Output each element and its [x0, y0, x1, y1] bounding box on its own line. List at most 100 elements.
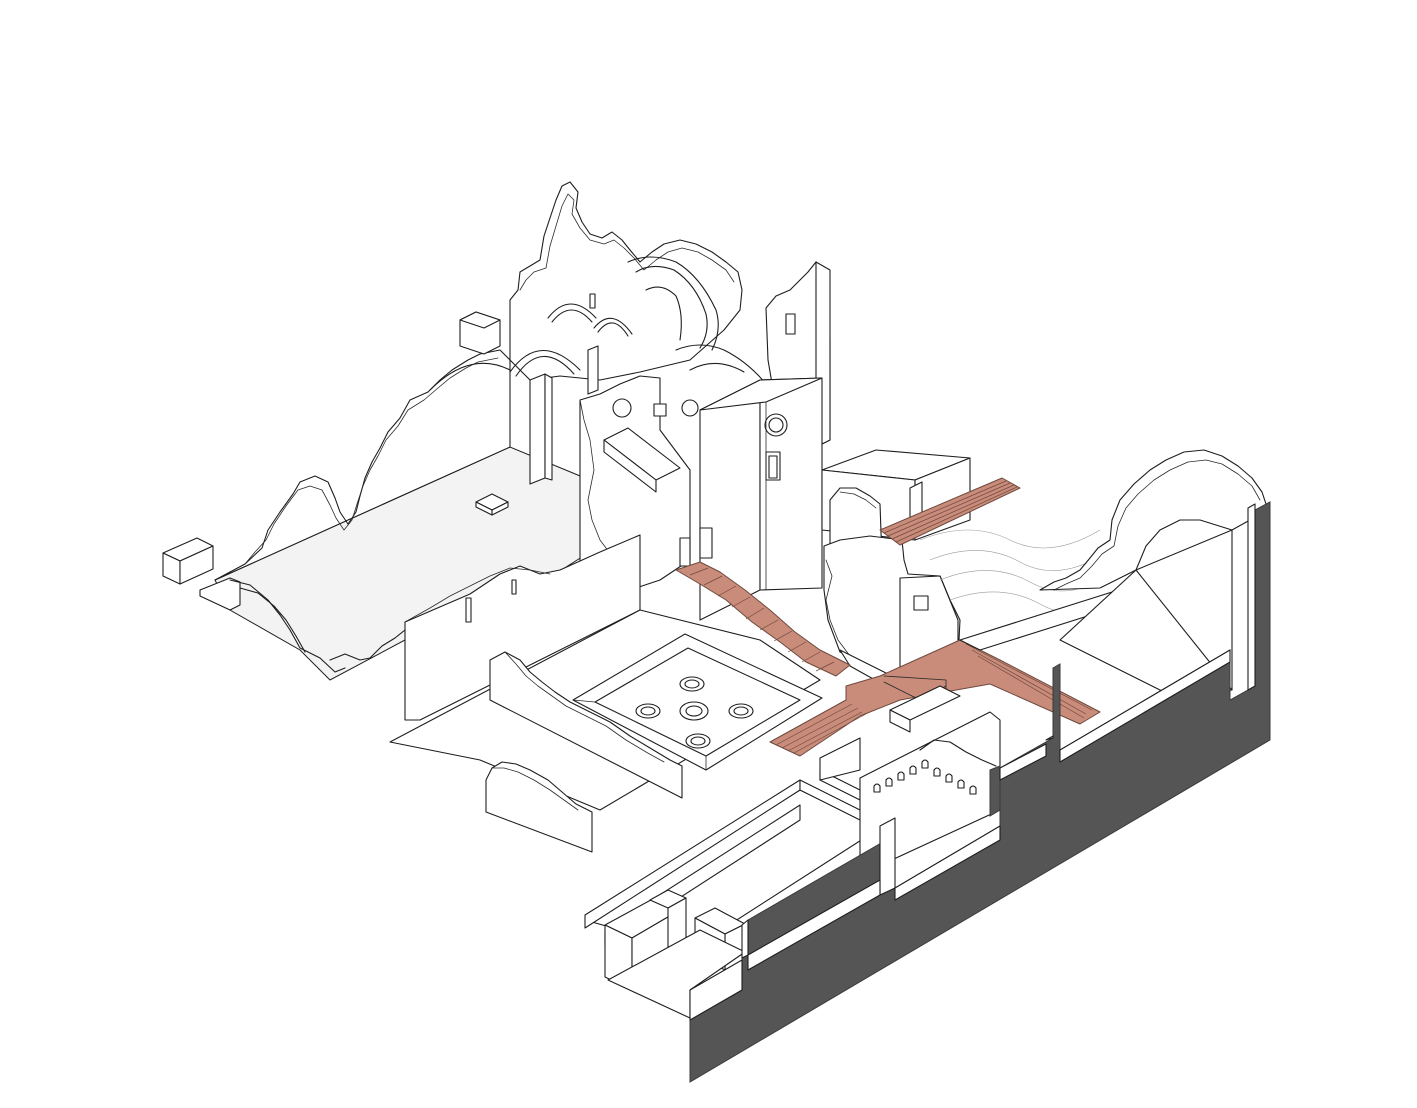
transept-crest: [579, 399, 613, 557]
cloister-front-bay-crest: [491, 767, 579, 811]
left-wall-return: [199, 577, 241, 611]
nave-pilaster-top: [459, 311, 501, 329]
deck-upper: [879, 477, 1021, 546]
chancel-column-left: [529, 373, 546, 485]
section-wall-cap-left: [741, 919, 749, 959]
bell-tower-window: [768, 455, 778, 479]
nave-arch-large-inner: [515, 355, 575, 377]
section-cut-wall: [689, 501, 1271, 1083]
arcade-opening: [897, 771, 905, 781]
nave-floor: [214, 446, 586, 681]
cloister-west-wall-crest: [504, 651, 665, 763]
deck-lower-crossing: [769, 639, 1101, 757]
deck-stair-ramp: [675, 561, 851, 677]
nave-north-wall-body: [214, 349, 511, 581]
transept-small-window: [653, 403, 667, 417]
deck-upper-planks: [883, 480, 1018, 543]
chancel-arch-2-inner: [597, 322, 629, 337]
chancel-arch-2: [593, 317, 633, 335]
arcade-opening: [909, 765, 917, 775]
section-wall-cap-end: [1247, 503, 1256, 691]
church-chancel: [429, 181, 767, 485]
section-wall-cap-right: [1045, 735, 1054, 741]
arcade-opening: [969, 785, 977, 795]
arcade-openings: [873, 759, 977, 795]
east-broken-wall: [1039, 449, 1269, 591]
right-enclosure-floor: [1059, 569, 1233, 701]
front-broken-wall-left: [229, 579, 346, 673]
arcade-broken-top: [919, 739, 997, 767]
left-wall-side: [179, 545, 214, 585]
front-broken-wall-right: [329, 629, 406, 661]
chancel-vault-layer-2: [635, 265, 708, 349]
chancel-vault-layer-3: [645, 286, 682, 341]
water-line-2: [929, 549, 1111, 571]
cloister-garth-step: [572, 699, 707, 771]
cloister-front-bay: [485, 761, 593, 853]
east-low-wall-2: [819, 737, 861, 781]
chancel-column-left-face: [544, 373, 553, 481]
transept-door-2: [699, 527, 713, 559]
cloister-courtyard: [389, 609, 823, 853]
east-wing-far-wall: [999, 743, 1047, 781]
arcade-opening: [957, 779, 965, 789]
arcade-opening: [921, 759, 929, 769]
south-wall-window-2: [511, 579, 517, 595]
bell-tower-top: [699, 377, 823, 411]
deck-lower-planks: [775, 643, 1093, 754]
cloister-well-top-inner: [684, 679, 700, 689]
transept: [579, 375, 713, 601]
central-broken-wall-crest: [839, 491, 877, 509]
cloister-west-wall: [489, 651, 683, 799]
nave-arch-large: [509, 349, 581, 373]
nave-arch-back: [429, 362, 511, 391]
broken-tower-crest: [825, 559, 851, 657]
chancel-vault-layer-1: [627, 256, 719, 351]
cloister-well-bottom-inner: [690, 736, 706, 746]
water-line-1: [919, 529, 1101, 549]
bell-tower: [699, 377, 823, 621]
front-broken-wall-left-inner: [239, 587, 306, 653]
transept-door: [679, 537, 691, 567]
transept-oculus-right: [681, 399, 699, 417]
transept-oculus-left: [612, 398, 632, 418]
nave-north-wall-crest: [244, 357, 499, 565]
section-wall-cap-mid: [879, 817, 896, 896]
arcade-opening: [873, 783, 881, 793]
arcade-opening: [885, 777, 893, 787]
cloister-well-right-inner: [733, 706, 749, 716]
nave-south-wall-face: [404, 534, 641, 721]
cloister-well-center-inner: [685, 705, 703, 717]
east-broken-wall-crest: [1053, 459, 1261, 591]
chancel-slit-window: [589, 293, 596, 309]
arcade-end-face: [989, 765, 1001, 817]
nave-south-wall: [329, 534, 641, 721]
broken-tower-window: [913, 595, 929, 611]
left-boundary-wall: [162, 537, 346, 673]
south-wall-window-1: [465, 597, 472, 623]
arcade-opening: [945, 773, 953, 783]
nave-south-wall-top: [404, 567, 551, 623]
chancel-gable-crest: [519, 193, 735, 291]
east-wing-end-wall: [1059, 649, 1231, 763]
timber-walkway: [675, 477, 1101, 757]
cloister-well-left-inner: [640, 706, 656, 716]
bell-tower-right-face: [759, 377, 823, 591]
east-wing-front-wall: [689, 959, 743, 1021]
east-wing: [584, 769, 881, 1019]
right-garden: [919, 449, 1269, 701]
bell-tower-oculus-inner: [768, 417, 784, 433]
chancel-column-mid: [587, 345, 599, 395]
chancel-arch-1: [547, 303, 597, 319]
chancel-arch-1-inner: [551, 309, 593, 323]
chancel-vault-rib: [675, 344, 767, 385]
arcade-opening: [933, 767, 941, 777]
east-wing-mid-wall: [747, 879, 881, 971]
nave-north-wall: [214, 311, 511, 581]
transept-roof-block-face: [603, 439, 657, 493]
east-wing-right-wall: [894, 825, 1001, 901]
chancel-vault-rib-2: [689, 362, 745, 373]
deck-stair-treads: [689, 567, 835, 672]
